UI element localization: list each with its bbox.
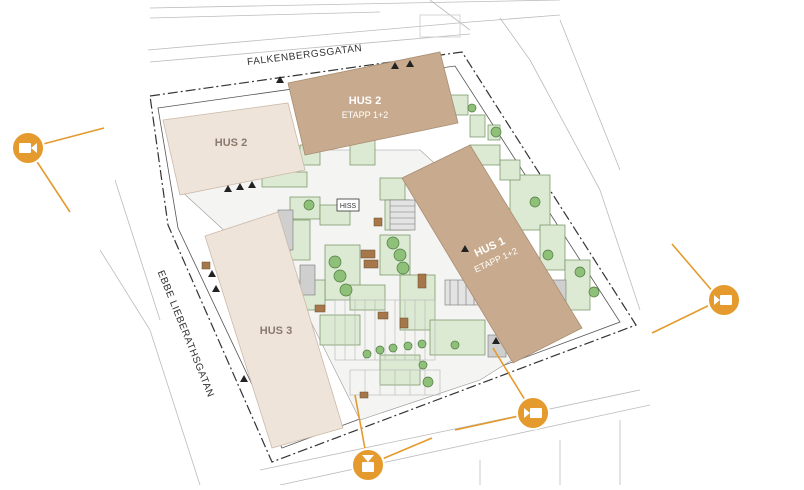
camera-icon (714, 295, 732, 305)
context-linework (99, 0, 651, 486)
street-label-north: FALKENBERGSGATAN (246, 43, 362, 68)
camera-viewpoint-1[interactable] (11, 131, 45, 165)
camera-icon (19, 143, 37, 153)
camera-viewpoint-2[interactable] (707, 283, 741, 317)
camera-icon (362, 455, 374, 472)
camera-viewpoint-3[interactable] (516, 396, 550, 430)
trees (303, 103, 600, 388)
camera-icon (524, 408, 542, 418)
building-hus2-west[interactable]: HUS 2 (162, 102, 306, 196)
entrance-markers (208, 60, 500, 382)
building-hus1[interactable]: HUS 1 ETAPP 1+2 (401, 144, 583, 364)
hus2-east-stage: ETAPP 1+2 (342, 110, 388, 120)
hus2-west-label: HUS 2 (215, 137, 247, 149)
benches (201, 217, 427, 399)
elevator: HISS (336, 198, 360, 212)
hus3-label: HUS 3 (260, 325, 292, 337)
elevator-label: HISS (340, 203, 357, 210)
building-hus2-east[interactable]: HUS 2 ETAPP 1+2 (287, 51, 459, 156)
property-boundary (149, 51, 637, 463)
building-hus3[interactable]: HUS 3 (204, 211, 344, 449)
camera-viewpoint-4[interactable] (351, 448, 385, 482)
hus2-east-label: HUS 2 (349, 95, 381, 107)
